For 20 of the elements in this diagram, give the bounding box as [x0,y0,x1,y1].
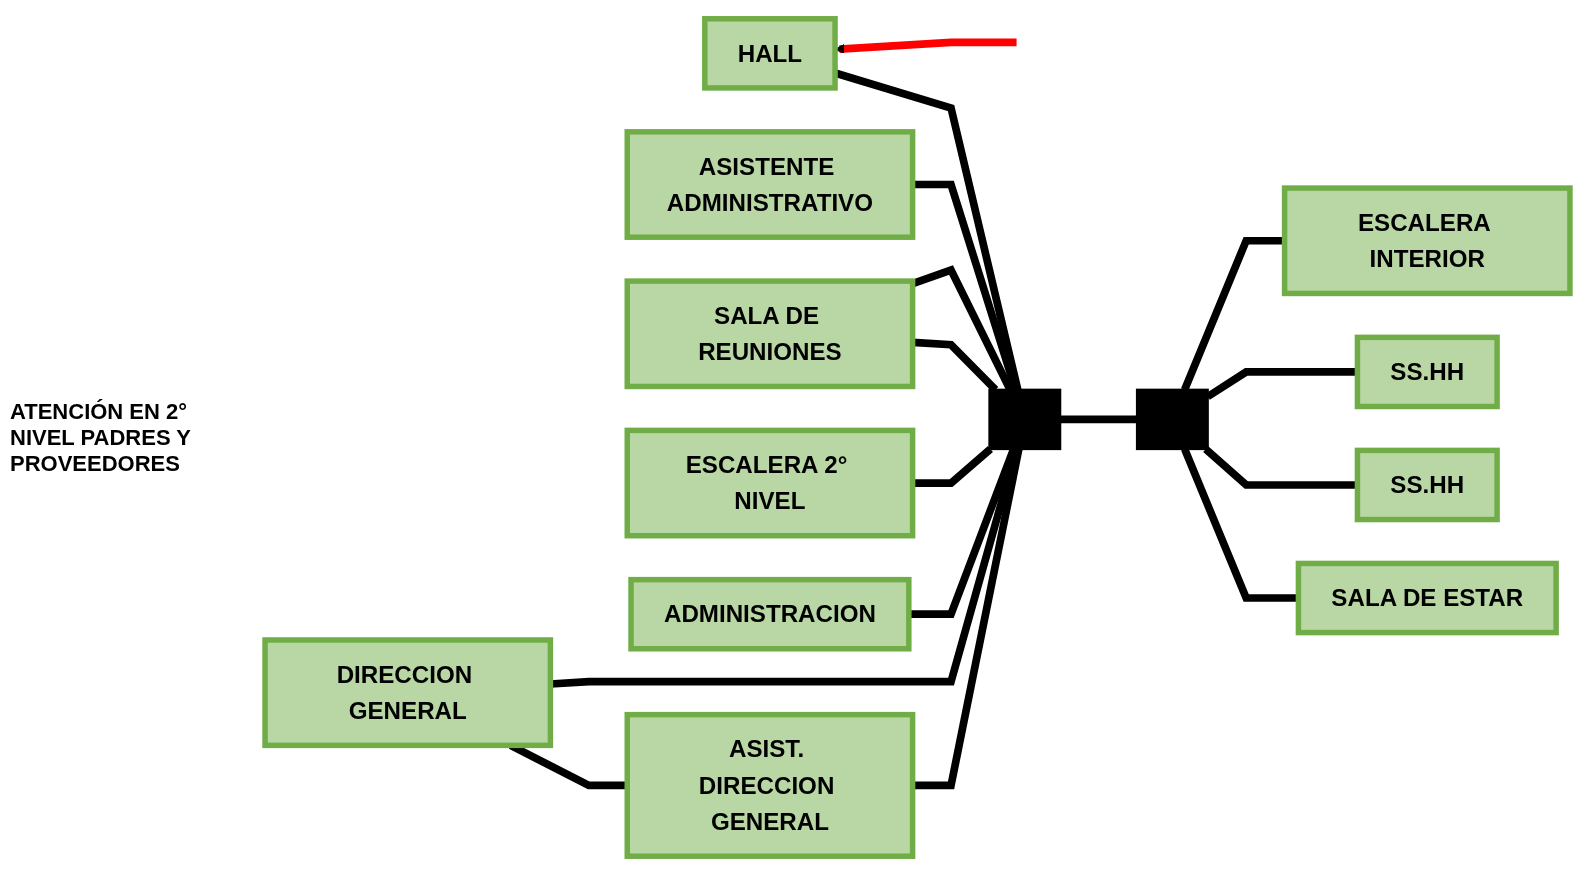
node-box: SALA DE REUNIONES [624,278,916,390]
node-bar [988,388,1062,451]
node-box: SALA DE ESTAR [1295,560,1559,636]
connector [1060,415,1137,424]
node-box: HALL [702,16,838,91]
connector [912,448,1023,790]
node-box: SS.HH [1354,334,1500,410]
node-box: ASIST. DIRECCION GENERAL [624,711,916,859]
connector [912,446,993,487]
connector [1181,447,1299,602]
node-box: DIRECCION GENERAL [262,637,554,749]
node-box: ESCALERA INTERIOR [1281,185,1573,297]
node-bar [1135,388,1209,451]
node-box: ADMINISTRACION [628,576,912,652]
connector [1181,236,1285,392]
node-box: SS.HH [1354,447,1500,523]
note-text: ATENCIÓN EN 2° NIVEL PADRES Y PROVEEDORES [10,398,192,477]
node-box: ESCALERA 2° NIVEL [624,427,916,539]
node-box: ASISTENTE ADMINISTRATIVO [624,129,916,240]
connector [1203,446,1358,489]
